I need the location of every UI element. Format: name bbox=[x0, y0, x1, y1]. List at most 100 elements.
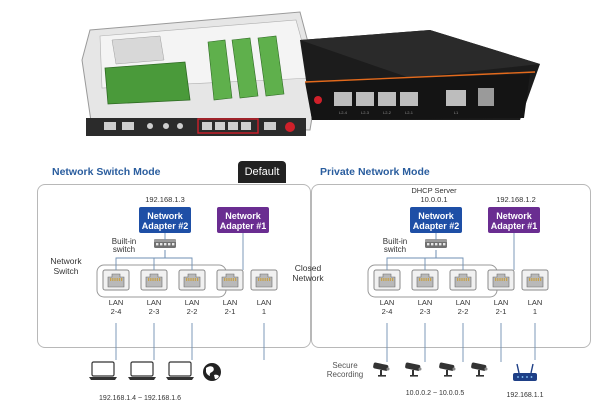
hero-port-label: L1 bbox=[454, 110, 459, 115]
rj45-port-icon bbox=[373, 269, 401, 291]
rj45-port-icon bbox=[250, 269, 278, 291]
svg-text:LAN: LAN bbox=[223, 298, 238, 307]
rj45-port-icon bbox=[140, 269, 168, 291]
svg-text:Network: Network bbox=[418, 211, 455, 221]
svg-text:Built-in: Built-in bbox=[383, 237, 407, 246]
rj45-port-icon bbox=[449, 269, 477, 291]
svg-text:Adapter #2: Adapter #2 bbox=[142, 221, 189, 231]
svg-text:LAN: LAN bbox=[147, 298, 162, 307]
svg-text:Secure: Secure bbox=[332, 361, 358, 370]
svg-text:Adapter #2: Adapter #2 bbox=[413, 221, 460, 231]
svg-text:Closed: Closed bbox=[295, 263, 322, 273]
svg-text:Recording: Recording bbox=[327, 370, 363, 379]
hero-port-label: L2-4 bbox=[339, 110, 348, 115]
svg-text:2-2: 2-2 bbox=[458, 307, 469, 316]
rj45-port-icon bbox=[178, 269, 206, 291]
svg-text:Network: Network bbox=[50, 256, 82, 266]
private-network-mode-title: Private Network Mode bbox=[320, 166, 430, 178]
private-network-mode-panel bbox=[311, 184, 591, 348]
switch-link-line bbox=[435, 250, 464, 270]
rj45-port-icon bbox=[216, 269, 244, 291]
default-badge: Default bbox=[238, 161, 286, 183]
svg-text:LAN: LAN bbox=[185, 298, 200, 307]
svg-text:Switch: Switch bbox=[53, 266, 78, 276]
laptop-icon bbox=[128, 361, 156, 380]
router-icon bbox=[513, 363, 537, 381]
svg-text:Network: Network bbox=[292, 273, 324, 283]
svg-text:LAN: LAN bbox=[528, 298, 543, 307]
dhcp-server-label: DHCP Server bbox=[411, 186, 457, 195]
security-camera-icon bbox=[373, 362, 390, 377]
switch-icon bbox=[154, 239, 176, 248]
switch-icon bbox=[425, 239, 447, 248]
svg-text:2-1: 2-1 bbox=[225, 307, 236, 316]
ip-range-label: 192.168.1.4 ~ 192.168.1.6 bbox=[99, 395, 181, 402]
svg-text:LAN: LAN bbox=[257, 298, 272, 307]
svg-text:2-3: 2-3 bbox=[420, 307, 431, 316]
laptop-icon bbox=[89, 361, 117, 380]
hero-port-label: L2-3 bbox=[361, 110, 370, 115]
svg-text:Network: Network bbox=[225, 211, 262, 221]
rj45-port-icon bbox=[487, 269, 515, 291]
chassis-closed-illustration: L2-4 L2-3 L2-2 L2-1 L1 bbox=[300, 30, 540, 120]
svg-text:Network: Network bbox=[496, 211, 533, 221]
globe-icon bbox=[203, 363, 221, 381]
svg-text:2-1: 2-1 bbox=[496, 307, 507, 316]
svg-text:1: 1 bbox=[533, 307, 537, 316]
ip-top-label: 192.168.1.3 bbox=[145, 195, 185, 204]
chassis-open-illustration bbox=[81, 11, 319, 136]
security-camera-icon bbox=[471, 362, 488, 377]
svg-text:Adapter #1: Adapter #1 bbox=[220, 221, 267, 231]
network-switch-mode-title: Network Switch Mode bbox=[52, 166, 161, 178]
switch-link-line bbox=[164, 250, 193, 270]
rj45-port-icon bbox=[102, 269, 130, 291]
laptop-icon bbox=[166, 361, 194, 380]
svg-text:Network: Network bbox=[147, 211, 184, 221]
svg-text:2-3: 2-3 bbox=[149, 307, 160, 316]
svg-text:1: 1 bbox=[262, 307, 266, 316]
svg-text:2-2: 2-2 bbox=[187, 307, 198, 316]
router-ip-label: 192.168.1.1 bbox=[507, 392, 544, 399]
svg-text:2-4: 2-4 bbox=[111, 307, 122, 316]
svg-text:Adapter #1: Adapter #1 bbox=[491, 221, 538, 231]
rj45-port-icon bbox=[411, 269, 439, 291]
svg-text:LAN: LAN bbox=[494, 298, 509, 307]
svg-text:LAN: LAN bbox=[418, 298, 433, 307]
svg-text:switch: switch bbox=[384, 245, 406, 254]
ip-top-label: 192.168.1.2 bbox=[496, 195, 536, 204]
rj45-port-icon bbox=[521, 269, 549, 291]
hero-port-label: L2-1 bbox=[405, 110, 414, 115]
ip-range-label: 10.0.0.2 ~ 10.0.0.5 bbox=[406, 390, 465, 397]
switch-link-line bbox=[153, 250, 166, 270]
svg-text:switch: switch bbox=[113, 245, 135, 254]
svg-text:LAN: LAN bbox=[109, 298, 124, 307]
dhcp-ip-label: 10.0.0.1 bbox=[420, 195, 447, 204]
svg-text:LAN: LAN bbox=[456, 298, 471, 307]
hero-device-photo: L2-4 L2-3 L2-2 L2-1 L1 bbox=[0, 0, 600, 150]
switch-link-line bbox=[424, 250, 437, 270]
security-camera-icon bbox=[439, 362, 456, 377]
svg-text:2-4: 2-4 bbox=[382, 307, 393, 316]
hero-port-label: L2-2 bbox=[383, 110, 392, 115]
svg-text:LAN: LAN bbox=[380, 298, 395, 307]
